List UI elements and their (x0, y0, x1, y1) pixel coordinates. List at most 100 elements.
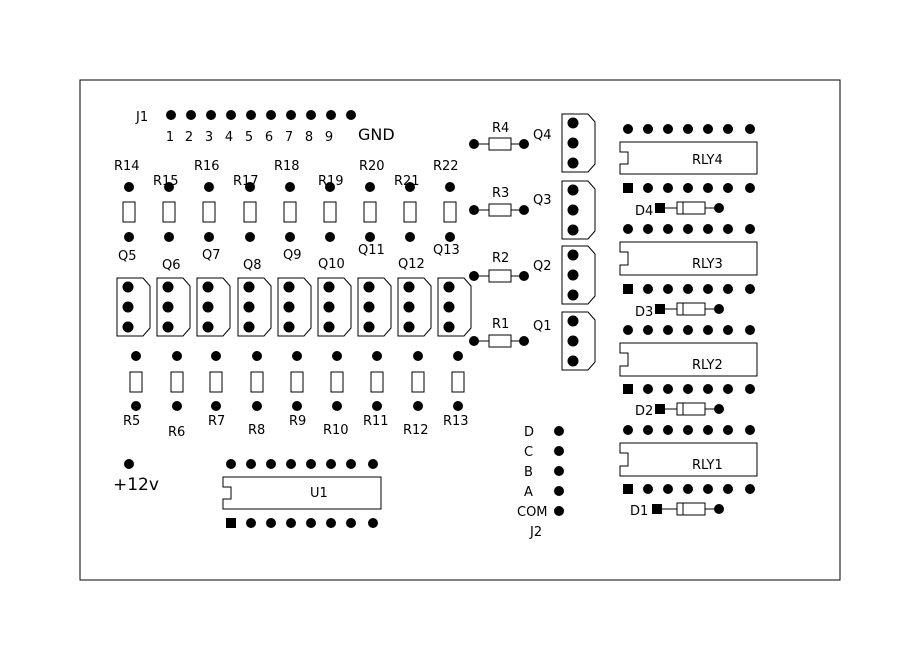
pad (246, 110, 256, 120)
resistor-label: R1 (492, 317, 509, 332)
power-input: +12v (113, 459, 159, 495)
ic-u1: U1 (222, 459, 382, 528)
transistor-q9 (277, 277, 312, 337)
pad (186, 110, 196, 120)
resistor-label: R7 (208, 414, 225, 429)
resistor-label: R20 (359, 159, 385, 174)
top-resistors: R14 R15 R16 R17 R18 R19 R20 R21 R22 (114, 159, 459, 242)
resistor-label: R5 (123, 414, 140, 429)
resistor-r5 (129, 351, 143, 411)
diode-label: D2 (635, 404, 653, 419)
diode-d3: D3 (635, 302, 724, 320)
pad (326, 110, 336, 120)
diode-label: D1 (630, 504, 648, 519)
transistor-q12 (397, 277, 432, 337)
j1-pin-label: 3 (205, 130, 213, 145)
j1-pin-label: 4 (225, 130, 233, 145)
relay-rly1: RLY1 (619, 425, 758, 494)
ic-label: U1 (310, 486, 328, 501)
resistor-r6 (170, 351, 184, 411)
relay-rly3: RLY3 (619, 224, 758, 294)
transistor-label: Q3 (533, 193, 552, 208)
transistor-q10 (317, 277, 352, 337)
resistor-label: R3 (492, 186, 509, 201)
resistor-r9 (290, 351, 304, 411)
j2-pin-label: B (524, 465, 533, 480)
connector-j2: D C B A COM J2 (517, 425, 564, 540)
pad (226, 110, 236, 120)
j2-pin-label: D (524, 425, 534, 440)
resistor-r10 (330, 351, 344, 411)
transistor-q7 (196, 277, 231, 337)
resistor-label: R10 (323, 423, 349, 438)
resistor-label: R16 (194, 159, 220, 174)
relay-rly4: RLY4 (619, 124, 758, 193)
pad (346, 110, 356, 120)
relay-label: RLY2 (692, 358, 723, 373)
resistor-label: R11 (363, 414, 389, 429)
resistor-r17 (243, 182, 257, 242)
driver-stage: R4 Q4 R3 Q3 R2 Q2 R1 Q1 (469, 113, 596, 371)
j2-label: J2 (529, 525, 542, 540)
transistor-label: Q1 (533, 319, 552, 334)
relay-label: RLY1 (692, 458, 723, 473)
j2-pin-label: C (524, 445, 533, 460)
resistor-label: R13 (443, 414, 469, 429)
transistor-label: Q2 (533, 259, 552, 274)
resistor-r13 (451, 351, 465, 411)
transistor-q4 (561, 113, 596, 173)
transistor-q11 (357, 277, 392, 337)
resistor-r18 (283, 182, 297, 242)
resistor-label: R8 (248, 423, 265, 438)
transistor-labels: Q5 Q6 Q7 Q8 Q9 Q10 Q11 Q12 Q13 (118, 243, 460, 273)
j2-pin-label: A (524, 485, 533, 500)
board-outline (79, 79, 841, 581)
j1-pads (166, 110, 356, 120)
diode-d2: D2 (635, 402, 724, 419)
resistor-r15 (162, 182, 176, 242)
j1-pin-label: 1 (166, 130, 174, 145)
transistor-label: Q10 (318, 257, 345, 272)
j1-pin-label: 5 (245, 130, 253, 145)
diode-d4: D4 (635, 201, 724, 219)
resistor-r12 (411, 351, 425, 411)
transistor-q13 (437, 277, 472, 337)
transistor-q8 (237, 277, 272, 337)
resistor-label: R19 (318, 174, 344, 189)
pad (124, 459, 134, 469)
relay-label: RLY3 (692, 257, 723, 272)
resistor-label: R18 (274, 159, 300, 174)
transistor-q1 (561, 311, 596, 371)
diode-label: D4 (635, 204, 653, 219)
connector-j1: J1 1 2 3 4 5 6 7 8 9 GND (135, 110, 395, 145)
transistor-label: Q13 (433, 243, 460, 258)
resistor-label: R14 (114, 159, 140, 174)
transistor-label: Q7 (202, 248, 221, 263)
pad (306, 110, 316, 120)
resistor-r21 (403, 182, 417, 242)
bottom-resistors: R5 R6 R7 R8 R9 R10 R11 R12 R13 (123, 351, 469, 440)
diode-label: D3 (635, 305, 653, 320)
transistor-q2 (561, 245, 596, 305)
gnd-label: GND (358, 125, 395, 144)
resistor-r8 (250, 351, 264, 411)
resistor-label: R22 (433, 159, 459, 174)
resistor-r20 (363, 182, 377, 242)
j1-pin-label: 9 (325, 130, 333, 145)
transistor-q6 (156, 277, 191, 337)
relay-rly2: RLY2 (619, 325, 758, 394)
resistor-r7 (209, 351, 223, 411)
resistor-label: R12 (403, 423, 429, 438)
resistor-label: R6 (168, 425, 185, 440)
resistor-r22 (443, 182, 457, 242)
resistor-label: R4 (492, 121, 509, 136)
pad (166, 110, 176, 120)
j1-pin-label: 6 (265, 130, 273, 145)
transistor-label: Q8 (243, 258, 262, 273)
transistor-label: Q6 (162, 258, 181, 273)
diode-d1: D1 (630, 502, 724, 519)
pad (286, 110, 296, 120)
power-label: +12v (113, 475, 159, 495)
j1-pin-label: 8 (305, 130, 313, 145)
